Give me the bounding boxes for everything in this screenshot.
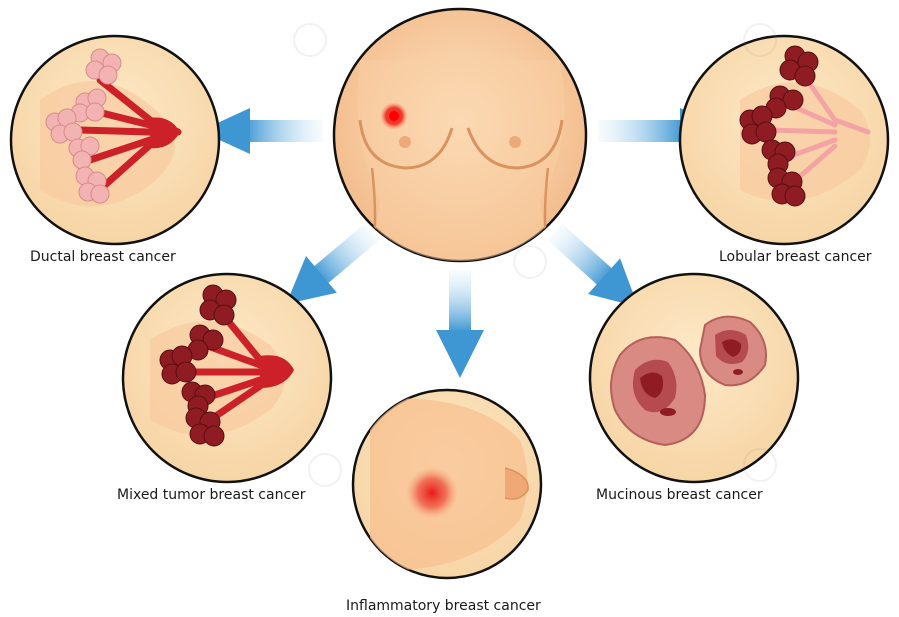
torso-illustration xyxy=(334,9,586,265)
arrow-to-inflammatory xyxy=(436,270,484,378)
label-lobular-breast-cancer: Lobular breast cancer xyxy=(719,249,872,265)
ductal-illustration xyxy=(11,36,219,244)
label-inflammatory-breast-cancer: Inflammatory breast cancer xyxy=(346,598,541,614)
label-mucinous-breast-cancer: Mucinous breast cancer xyxy=(596,487,763,503)
inflammatory-illustration xyxy=(353,390,541,578)
mixed-illustration xyxy=(123,274,331,482)
lobular-illustration xyxy=(680,36,888,244)
label-mixed-tumor-breast-cancer: Mixed tumor breast cancer xyxy=(117,487,306,503)
label-ductal-breast-cancer: Ductal breast cancer xyxy=(30,249,176,265)
